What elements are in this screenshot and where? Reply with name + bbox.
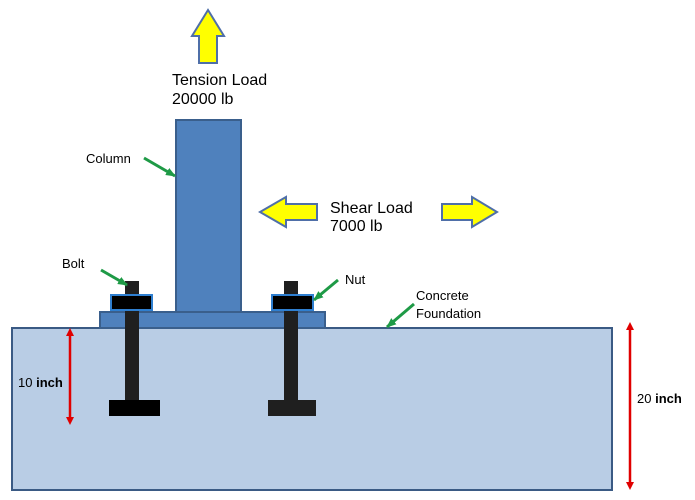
embed-dimension-label: 10 inch [18,375,63,390]
left-bolt-head [109,400,160,416]
tension-title: Tension Load [172,72,267,89]
foundation-label-line2: Foundation [416,306,481,321]
right-bolt-head [268,400,316,416]
nut-label: Nut [345,272,366,287]
column-pointer-icon [143,156,176,178]
depth-dimension-label: 20 inch [637,391,682,406]
tension-arrow-icon [190,8,226,64]
right-nut [271,294,314,311]
tension-value: 20000 lb [172,91,233,108]
embed-dimension-unit: inch [36,375,63,390]
depth-dimension-unit: inch [655,391,682,406]
left-nut [110,294,153,311]
foundation-pointer-icon [386,302,415,329]
depth-dimension-value: 20 [637,391,655,406]
bolt-pointer-icon [100,268,128,287]
shear-arrow-left-icon [257,195,318,229]
shear-title: Shear Load [330,200,413,217]
shear-value: 7000 lb [330,218,383,235]
column-label: Column [86,151,131,166]
foundation-label-line1: Concrete [416,288,469,303]
bolt-label: Bolt [62,256,85,271]
nut-pointer-icon [313,278,339,302]
embed-dimension-value: 10 [18,375,36,390]
shear-arrow-right-icon [441,195,499,229]
column [175,119,242,313]
